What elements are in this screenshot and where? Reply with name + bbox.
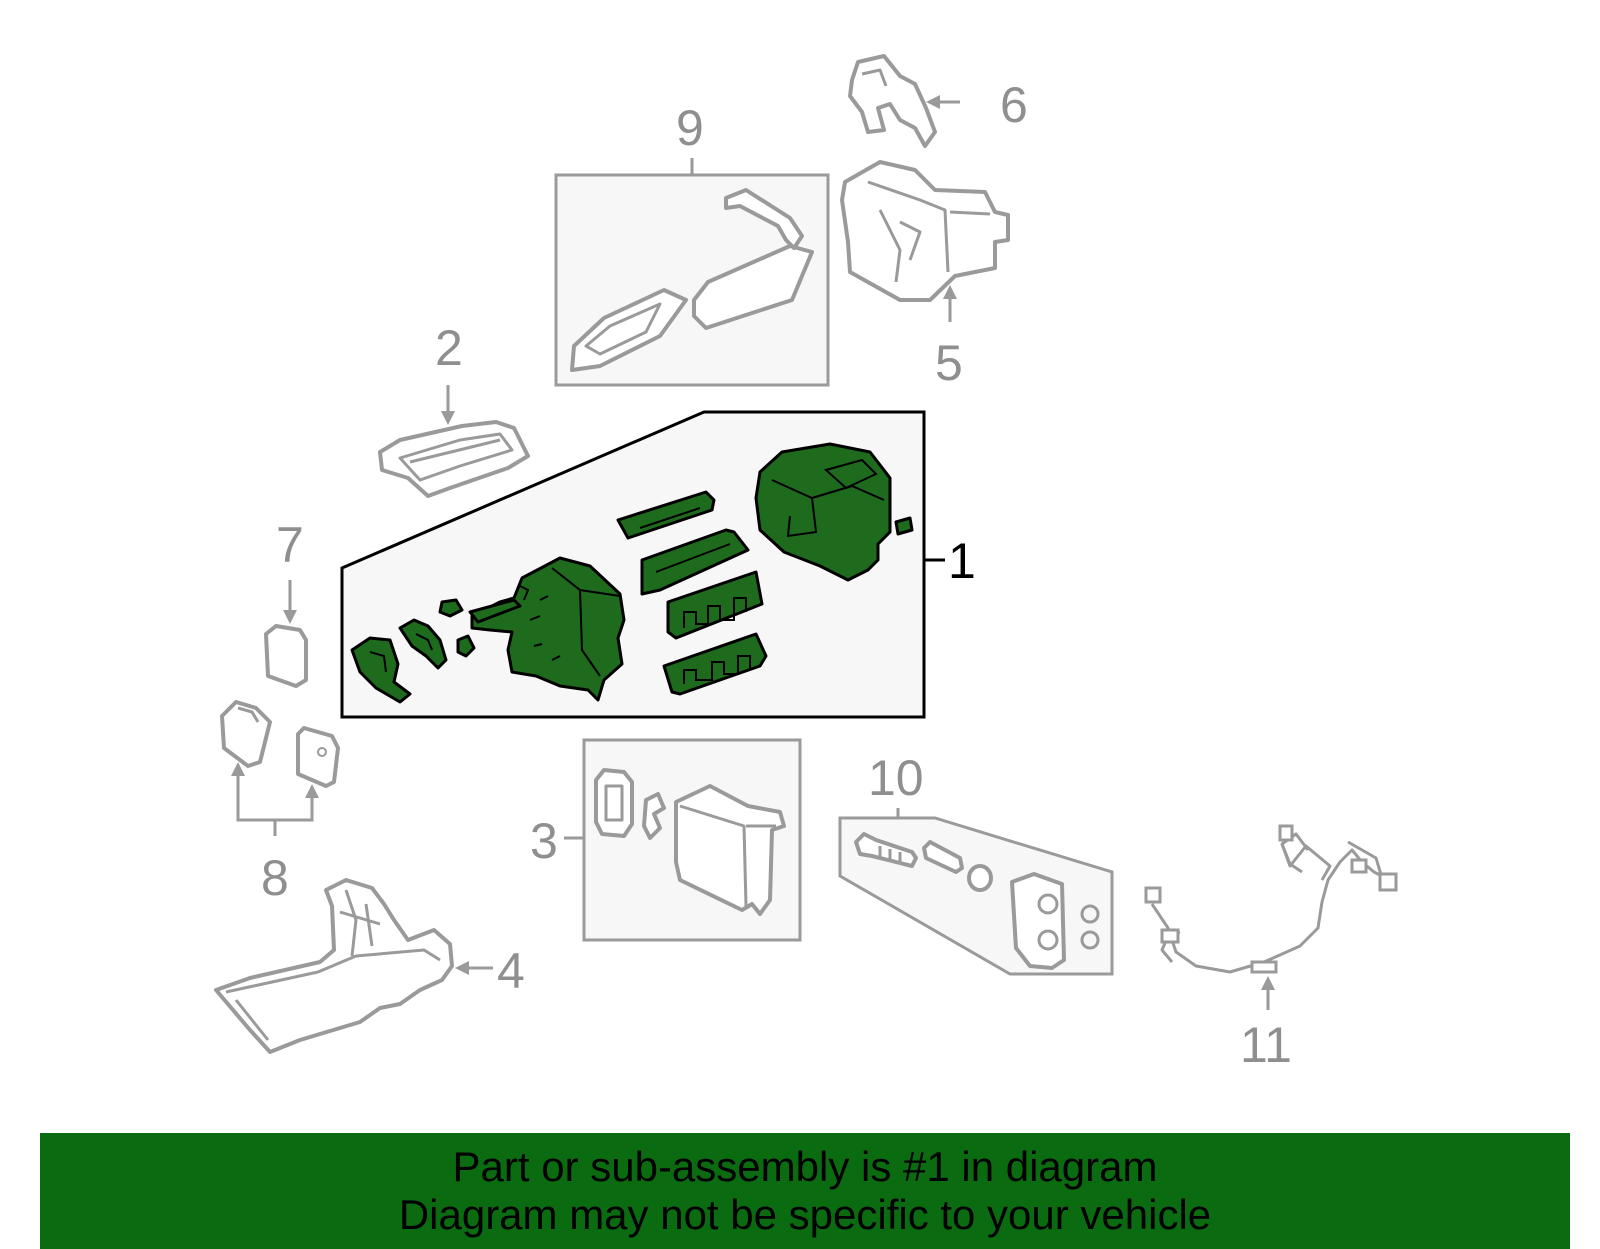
- part-1-actuator: [438, 598, 464, 618]
- part-8-sensor-a[interactable]: [220, 700, 272, 768]
- part-10-hardware[interactable]: [854, 832, 1100, 970]
- arrow-8b: [305, 784, 319, 798]
- callout-1: 1: [948, 533, 976, 589]
- footer-banner: Part or sub-assembly is #1 in diagram Di…: [40, 1133, 1570, 1249]
- arrow-6: [926, 95, 940, 109]
- leader-8: [236, 768, 314, 836]
- callout-2: 2: [435, 320, 463, 376]
- part-11-harness[interactable]: [1144, 824, 1398, 974]
- part-8-sensor-b[interactable]: [296, 726, 340, 788]
- part-5-housing[interactable]: [840, 160, 1010, 302]
- arrow-8a: [231, 762, 245, 776]
- part-3-control-module[interactable]: [594, 768, 786, 916]
- part-1-lower-case: [470, 556, 626, 702]
- banner-line-2: Diagram may not be specific to your vehi…: [398, 1191, 1212, 1238]
- callout-8: 8: [261, 850, 289, 906]
- arrow-2: [441, 411, 455, 425]
- arrow-7: [283, 610, 297, 624]
- callout-7: 7: [276, 517, 304, 573]
- arrow-11: [1261, 976, 1275, 990]
- callout-5: 5: [935, 335, 963, 391]
- arrow-4: [455, 961, 469, 975]
- part-4-tray[interactable]: [214, 878, 454, 1054]
- callout-10: 10: [868, 750, 924, 806]
- part-1-motor: [350, 636, 412, 704]
- part-1-upper-case: [754, 442, 892, 582]
- arrow-5: [943, 285, 957, 299]
- part-6-bracket[interactable]: [848, 54, 937, 148]
- footer-banner-bg: [40, 1133, 1570, 1249]
- part-2-duct[interactable]: [378, 420, 530, 498]
- callout-11: 11: [1240, 1017, 1292, 1073]
- part-1-link: [398, 618, 448, 670]
- banner-line-1: Part or sub-assembly is #1 in diagram: [452, 1143, 1158, 1190]
- callout-6: 6: [1000, 77, 1028, 133]
- part-1-door-1: [640, 528, 750, 596]
- callout-4: 4: [497, 943, 525, 999]
- callout-9: 9: [676, 100, 704, 156]
- callout-3: 3: [530, 813, 558, 869]
- part-1-assembly[interactable]: [350, 442, 914, 704]
- part-7-module[interactable]: [264, 624, 308, 688]
- part-1-door-3: [662, 632, 768, 696]
- part-9-evaporator-core[interactable]: [570, 188, 814, 372]
